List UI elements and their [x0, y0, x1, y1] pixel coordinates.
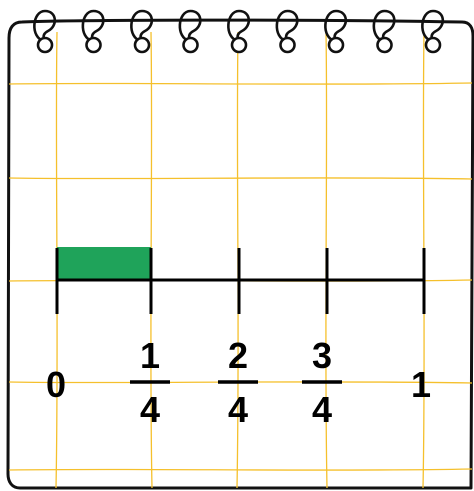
- fraction-numerator: 1: [140, 335, 160, 376]
- tick-label-whole: 0: [46, 364, 66, 405]
- fraction-denominator: 4: [140, 389, 160, 430]
- shaded-segment: [57, 247, 151, 280]
- tick-label-whole: 1: [411, 364, 431, 405]
- fraction-numerator: 2: [228, 335, 248, 376]
- fraction-denominator: 4: [228, 389, 248, 430]
- fraction-denominator: 4: [312, 389, 332, 430]
- fraction-numerator: 3: [312, 335, 332, 376]
